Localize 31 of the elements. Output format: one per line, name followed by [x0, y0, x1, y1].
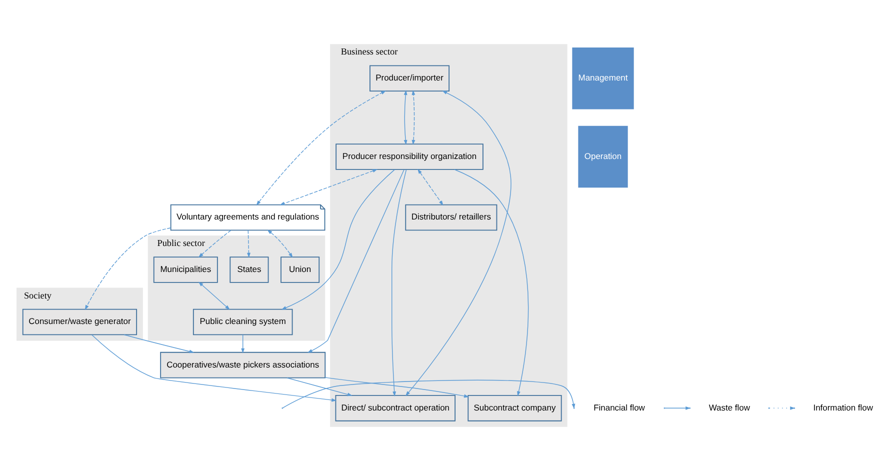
- node-box: Producer responsibility organization: [336, 144, 484, 170]
- node-box: Producer/importer: [370, 65, 450, 92]
- arrow: [84, 228, 172, 310]
- arrow: [198, 230, 232, 258]
- arrow: [256, 90, 386, 206]
- node-box: States: [230, 256, 269, 283]
- arrow: [124, 334, 194, 354]
- node-box: Management: [572, 48, 634, 110]
- legend-label: Financial flow: [594, 402, 645, 412]
- node-box: Distributors/ retaillers: [405, 204, 498, 231]
- arrow: [404, 90, 408, 145]
- arrow: [92, 334, 337, 402]
- arrow: [412, 90, 416, 145]
- arrow: [307, 169, 404, 353]
- node-box: Public cleaning system: [192, 308, 293, 336]
- node-box: Cooperatives/waste pickers associations: [160, 352, 326, 378]
- arrow: [241, 334, 245, 354]
- node-box: Operation: [578, 126, 628, 188]
- arrow: [247, 230, 250, 258]
- arrow: [392, 169, 407, 396]
- arrow: [267, 230, 293, 258]
- legend-label: Information flow: [813, 402, 874, 412]
- arrow: [281, 169, 396, 310]
- arrow: [418, 168, 444, 206]
- legend-label: Waste flow: [708, 402, 750, 412]
- node-box: Union: [280, 256, 320, 283]
- arrow: [198, 282, 230, 310]
- arrow: [454, 169, 529, 396]
- arrow: [280, 169, 378, 206]
- node-box: Consumer/waste generator: [22, 308, 138, 336]
- node-box: Municipalities: [153, 256, 218, 283]
